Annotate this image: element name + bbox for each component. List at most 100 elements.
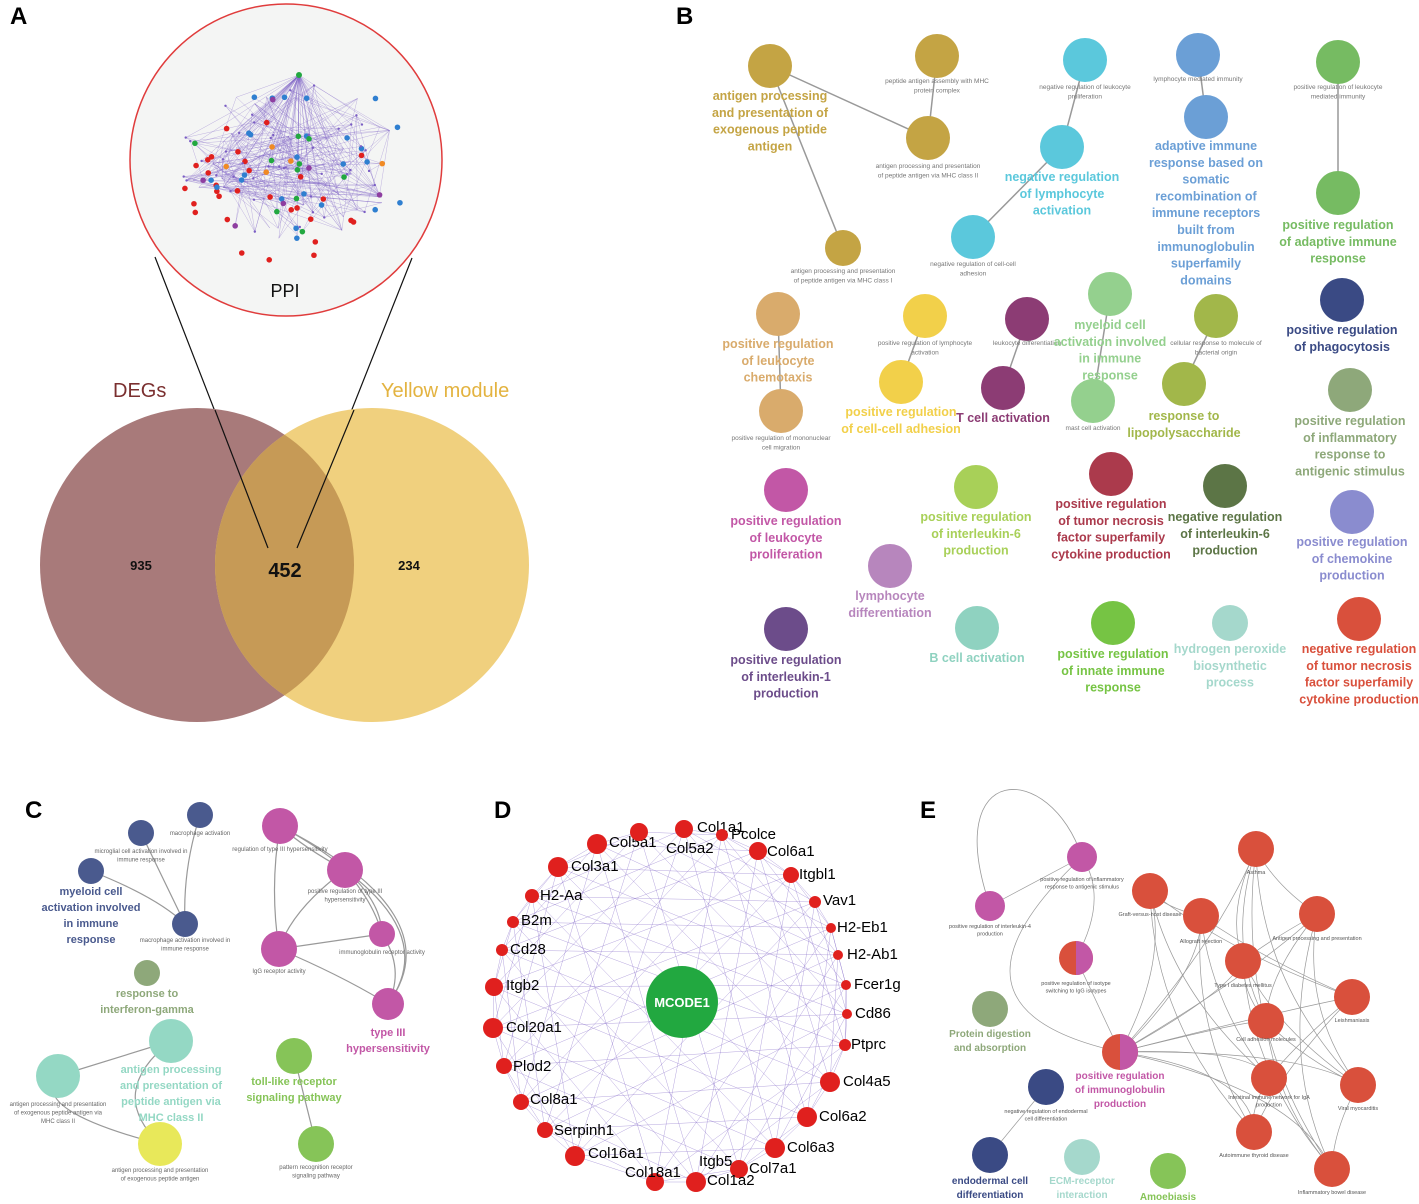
go-term-node: [1316, 40, 1360, 84]
mcode-edge: [544, 1129, 656, 1183]
ppi-node: [238, 177, 245, 183]
c-term-node: [187, 802, 213, 828]
ppi-edge: [253, 74, 300, 179]
gene-label: Col5a2: [666, 840, 714, 857]
e-term-node: [1248, 1003, 1284, 1039]
ppi-node: [293, 225, 299, 232]
ppi-node: [306, 136, 312, 142]
mcode-edge: [492, 901, 816, 1029]
go-term-node: [906, 116, 950, 160]
gene-node: [716, 829, 728, 841]
ppi-node: [364, 149, 367, 152]
ppi-edge: [288, 136, 298, 170]
go-term-node: [954, 465, 998, 509]
e-term-node: [1340, 1067, 1376, 1103]
ppi-edge: [243, 160, 256, 232]
gene-node: [630, 823, 648, 841]
mcode-edge: [531, 895, 816, 903]
ppi-node: [360, 123, 364, 126]
mcode-edge: [531, 895, 848, 1015]
gene-node: [565, 1146, 585, 1166]
ppi-edge: [379, 127, 390, 131]
c-edge: [278, 948, 389, 1005]
go-term-node: [1184, 95, 1228, 139]
ppi-edge: [343, 148, 380, 196]
gene-label: Col8a1: [530, 1091, 578, 1108]
ppi-edge: [298, 74, 300, 137]
mcode-edge: [774, 1013, 848, 1149]
ppi-node: [241, 172, 248, 178]
e-term-node: [1064, 1139, 1100, 1175]
ppi-edge: [230, 133, 347, 175]
ppi-edge: [266, 171, 382, 198]
gene-label: Col1a2: [707, 1172, 755, 1189]
e-edge: [1265, 1020, 1333, 1170]
ppi-edge: [221, 178, 382, 198]
mcode-edge: [492, 828, 685, 1029]
gene-label: Col1a1: [697, 819, 745, 836]
e-edge: [1119, 848, 1257, 1053]
mcode-edge: [492, 895, 533, 1029]
gene-node: [820, 1072, 840, 1092]
gene-node: [841, 980, 851, 990]
c-term-sublabel: regulation of type III hypersensitivity: [232, 847, 327, 853]
ppi-edge: [254, 74, 300, 123]
ppi-node: [295, 133, 302, 140]
ppi-edge: [194, 74, 300, 144]
mcode-edge: [493, 874, 792, 988]
ppi-node: [320, 172, 323, 176]
degs-label: DEGs: [113, 380, 166, 402]
ppi-node: [268, 157, 275, 164]
gene-label: Itgb5: [699, 1153, 732, 1170]
gene-node: [783, 867, 799, 883]
ppi-node: [307, 133, 310, 137]
ppi-node: [267, 165, 270, 168]
ppi-edge: [364, 130, 390, 213]
ppi-node: [223, 163, 229, 170]
ppi-edge: [343, 127, 380, 217]
ppi-node: [189, 139, 192, 143]
c-term-node: [78, 858, 104, 884]
ppi-edge: [223, 140, 248, 172]
go-term-node: [1040, 125, 1084, 169]
ppi-node: [284, 166, 287, 169]
ppi-edge: [230, 190, 279, 229]
ppi-node: [294, 205, 300, 211]
go-term-node: [764, 468, 808, 512]
ppi-edge: [225, 135, 289, 152]
go-term-sublabel: mast cell activation: [1066, 425, 1121, 432]
ppi-edge: [308, 134, 330, 139]
mcode-edge: [683, 828, 776, 1149]
go-term-node: [955, 606, 999, 650]
e-term-sublabel: Asthma: [1247, 870, 1267, 876]
ppi-node: [229, 189, 232, 193]
ppi-edge: [223, 187, 255, 200]
ppi-node: [301, 191, 307, 197]
e-term-sublabel: Graft-versus-host disease: [1119, 912, 1182, 918]
ppi-edge: [230, 191, 255, 232]
ppi-edge: [268, 166, 284, 169]
panel-d: D MCODE1 Col1a1PcolceCol6a1Itgbl1Vav1H2-…: [483, 797, 901, 1192]
c-term-node: [261, 931, 297, 967]
mcode-edge: [596, 843, 697, 1183]
venn-overlap: [215, 408, 354, 722]
ppi-edge: [266, 97, 382, 198]
mcode-edge: [557, 866, 847, 986]
panel-d-nodes: Col1a1PcolceCol6a1Itgbl1Vav1H2-Eb1H2-Ab1…: [483, 819, 901, 1192]
e-term-node: [1236, 1114, 1272, 1150]
ppi-edge: [299, 147, 314, 165]
ppi-node: [241, 162, 244, 165]
ppi-node: [298, 225, 302, 229]
e-edge: [1119, 1051, 1333, 1170]
ppi-edge: [299, 98, 358, 165]
